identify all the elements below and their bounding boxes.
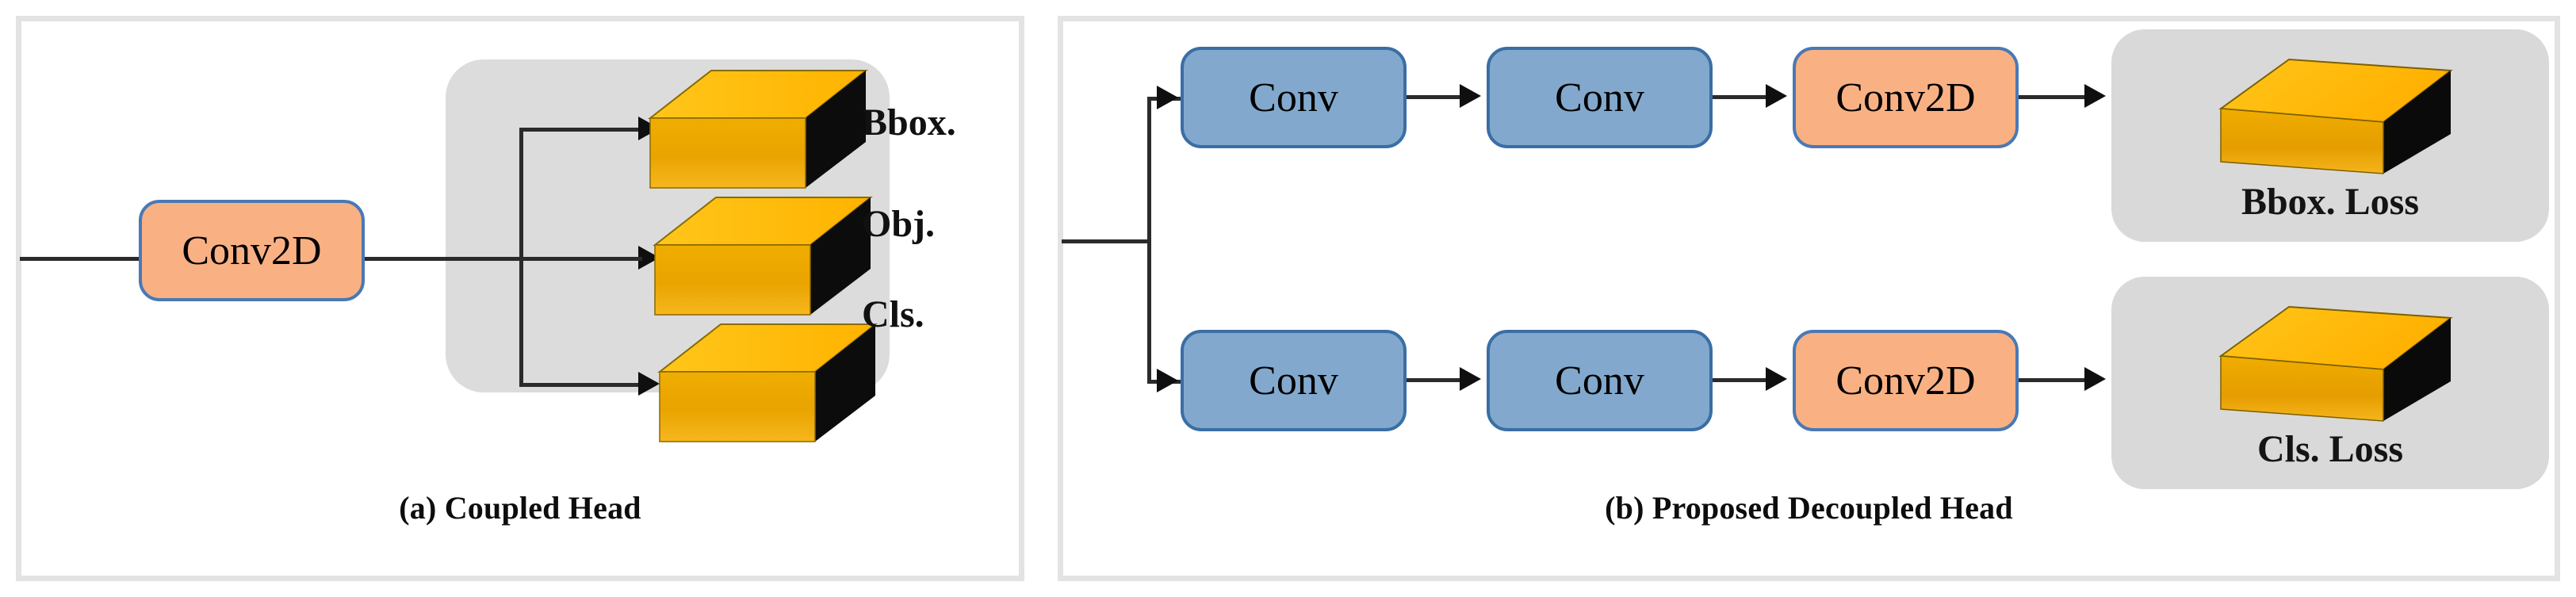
cls-arrowhead-3-icon: [2084, 367, 2106, 391]
output-label-bbox: Bbox.: [862, 101, 956, 144]
panel-decoupled-head: Conv Conv Conv2D Bbox. Loss Conv: [1058, 16, 2560, 581]
fanout-trunk-line: [365, 257, 522, 261]
bbox-arrowhead-2-icon: [1766, 84, 1787, 108]
conv2d-label: Conv2D: [182, 228, 322, 274]
cls-conv-label-1: Conv: [1249, 358, 1338, 404]
bbox-line-3: [2019, 95, 2087, 99]
bbox-arrowhead-1-icon: [1460, 84, 1481, 108]
cls-conv-label-2: Conv: [1555, 358, 1644, 404]
bbox-conv-label-2: Conv: [1555, 75, 1644, 121]
panel-a-caption: (a) Coupled Head: [399, 490, 641, 526]
bbox-conv2d-label: Conv2D: [1835, 75, 1976, 121]
cls-arrowhead-2-icon: [1766, 367, 1787, 391]
cls-conv-block-2[interactable]: Conv: [1487, 330, 1713, 431]
conv2d-block[interactable]: Conv2D: [139, 200, 365, 301]
bbox-line-1: [1407, 95, 1462, 99]
bbox-loss-cube-icon: [2218, 58, 2453, 174]
bbox-conv-block-2[interactable]: Conv: [1487, 47, 1713, 148]
bbox-conv-block-1[interactable]: Conv: [1181, 47, 1407, 148]
cls-line-2: [1713, 378, 1768, 382]
output-label-cls: Cls.: [862, 293, 924, 335]
cls-conv2d-label: Conv2D: [1835, 358, 1976, 404]
cls-conv-block-1[interactable]: Conv: [1181, 330, 1407, 431]
bbox-arrowhead-3-icon: [2084, 84, 2106, 108]
branch-line-obj: [519, 257, 642, 261]
split-vertical-line: [1147, 98, 1151, 382]
cls-line-3: [2019, 378, 2087, 382]
panel-coupled-head: Conv2D: [16, 16, 1024, 581]
branch-line-bbox: [519, 128, 642, 132]
cls-arrowhead-1-icon: [1460, 367, 1481, 391]
input-line: [20, 257, 140, 261]
cls-conv2d-block[interactable]: Conv2D: [1793, 330, 2019, 431]
panel-b-caption: (b) Proposed Decoupled Head: [1605, 490, 2013, 526]
input-line: [1062, 239, 1149, 243]
cls-loss-label: Cls. Loss: [2256, 428, 2404, 470]
branch-line-cls: [519, 383, 642, 387]
bbox-line-2: [1713, 95, 1768, 99]
split-arrowhead-top-icon: [1157, 86, 1178, 109]
cls-line-1: [1407, 378, 1462, 382]
cls-loss-cube-icon: [2218, 305, 2453, 422]
split-arrowhead-bottom-icon: [1157, 369, 1178, 392]
output-label-obj: Obj.: [862, 203, 936, 245]
bbox-loss-label: Bbox. Loss: [2241, 181, 2420, 223]
bbox-conv-label-1: Conv: [1249, 75, 1338, 121]
output-slab-stack-icon: [648, 70, 878, 442]
branch-arrowhead-cls-icon: [638, 372, 660, 396]
bbox-conv2d-block[interactable]: Conv2D: [1793, 47, 2019, 148]
